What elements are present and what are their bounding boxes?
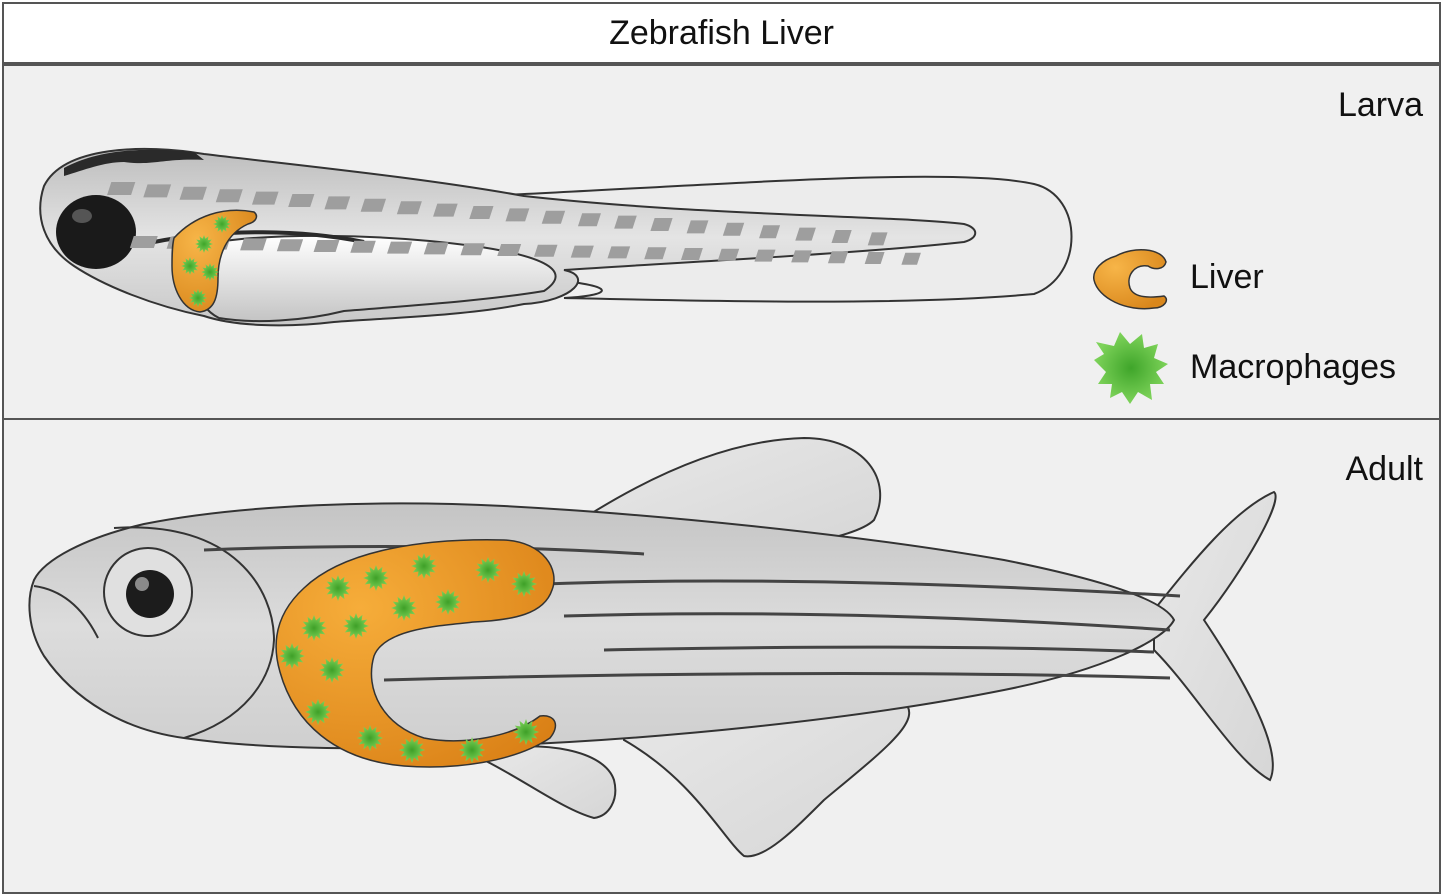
larva-panel: Larva: [2, 64, 1441, 420]
liver-icon: [1094, 250, 1167, 309]
adult-eye: [126, 570, 174, 618]
adult-panel: Adult: [2, 418, 1441, 894]
adult-illustration: [4, 420, 1443, 896]
legend-macrophages-label: Macrophages: [1190, 348, 1396, 387]
macrophage-icon: [1094, 332, 1168, 404]
diagram-title: Zebrafish Liver: [2, 2, 1441, 64]
adult-body: [29, 503, 1174, 748]
legend-liver-label: Liver: [1190, 258, 1264, 297]
adult-tail-fin: [1154, 492, 1276, 780]
